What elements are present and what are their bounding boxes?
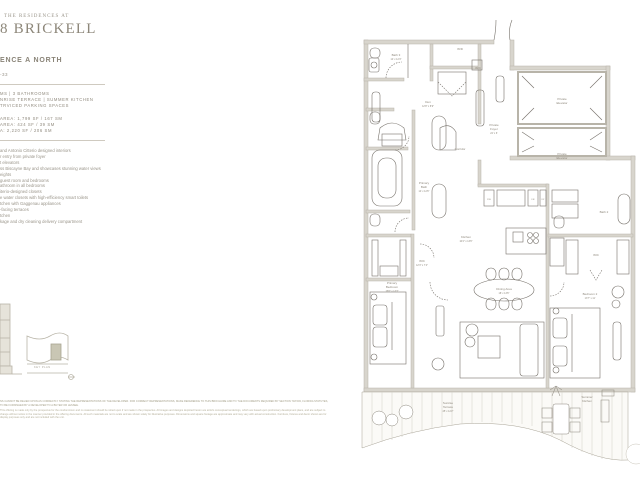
feature-item: e water closets with high-efficiency sma… <box>0 195 89 201</box>
svg-text:45' x 12'2": 45' x 12'2" <box>443 410 454 413</box>
svg-text:22' x 6': 22' x 6' <box>490 132 498 135</box>
feature-item: kage and dry cleaning delivery compartme… <box>0 218 83 224</box>
svg-text:10'4" x 13'6": 10'4" x 13'6" <box>459 240 472 243</box>
legal-disclaimer: NS CANNOT BE RELIED UPON AS CORRECTLY ST… <box>0 400 330 420</box>
brand-logo: 8 BRICKELL <box>0 21 97 37</box>
feature-item: iterio-designed closets <box>0 189 42 195</box>
svg-text:Corridor: Corridor <box>455 147 466 151</box>
spec-rooms: MS | 3 BATHROOMS <box>0 91 50 96</box>
svg-text:W/D: W/D <box>457 47 464 51</box>
feature-item: t elevators <box>0 159 20 165</box>
feature-item: and Antonio Citterio designed interiors <box>0 148 71 153</box>
svg-text:Bath 3: Bath 3 <box>392 53 401 57</box>
spec-interior-area: AREA: 1,799 SF / 167 SM <box>0 116 63 121</box>
svg-text:FZ: FZ <box>542 199 545 201</box>
residence-title: ENCE A NORTH <box>0 57 63 64</box>
svg-text:Bedroom: Bedroom <box>386 285 399 289</box>
feature-item: eights <box>0 171 12 177</box>
feature-item: ss Biscayne Bay and showcases stunning w… <box>0 165 101 171</box>
residence-floors: -33 <box>0 72 9 77</box>
svg-text:DW: DW <box>487 199 492 201</box>
svg-text:WIC: WIC <box>475 66 482 70</box>
feature-item: tchen <box>0 212 11 218</box>
feature-item: r entry from private foyer <box>0 153 46 159</box>
svg-text:Private: Private <box>557 152 567 156</box>
svg-text:15'8" x 13'3": 15'8" x 13'3" <box>385 290 398 293</box>
svg-text:FR: FR <box>532 199 535 201</box>
svg-text:Dining Area: Dining Area <box>496 287 512 291</box>
divider <box>0 140 105 141</box>
svg-text:Private: Private <box>557 97 567 101</box>
svg-text:12'8" x 8'9": 12'8" x 8'9" <box>422 105 434 108</box>
svg-text:Kitchen: Kitchen <box>582 399 592 403</box>
svg-text:WIC: WIC <box>419 259 426 263</box>
spec-outdoor: NRISE TERRACE | SUMMER KITCHEN <box>0 97 94 102</box>
svg-text:14' x 12'6": 14' x 12'6" <box>419 190 430 193</box>
feature-item: tchen with Gaggenau appliances <box>0 201 61 207</box>
divider <box>0 84 105 85</box>
svg-text:Primary: Primary <box>387 281 398 285</box>
svg-text:14' x 12'4": 14' x 12'4" <box>391 58 402 61</box>
legal-heading: NS CANNOT BE RELIED UPON AS CORRECTLY ST… <box>0 400 329 407</box>
svg-text:Primary: Primary <box>419 181 430 185</box>
svg-text:Foyer: Foyer <box>490 127 498 131</box>
svg-text:Private: Private <box>489 123 499 127</box>
svg-text:Bath: Bath <box>421 185 428 189</box>
eyebrow-text: THE RESIDENCES AT <box>4 14 70 19</box>
svg-text:Den: Den <box>425 100 431 104</box>
spec-total-area: A: 2,220 SF / 206 SM <box>0 128 53 133</box>
feature-item: -facing terraces <box>0 207 29 213</box>
svg-text:Elevator: Elevator <box>556 101 567 105</box>
svg-text:Sunrise: Sunrise <box>443 401 454 405</box>
svg-text:12'3" x 7'4": 12'3" x 7'4" <box>416 264 428 267</box>
feature-item: guest room and bedrooms <box>0 177 49 183</box>
keyplan-label: KEY PLAN <box>34 366 51 369</box>
legal-body: This offering is made only by the prospe… <box>0 409 327 420</box>
spec-parking: TRVICED PARKING SPACES <box>0 103 70 108</box>
svg-text:WIC: WIC <box>593 253 600 257</box>
keyplan-graphic <box>0 303 75 380</box>
features-list: and Antonio Citterio designed interiors … <box>0 148 101 225</box>
svg-text:Bedroom 2: Bedroom 2 <box>583 292 598 296</box>
svg-text:13'7" x 11': 13'7" x 11' <box>585 297 596 300</box>
feature-item: athroom in all bedrooms <box>0 183 45 189</box>
svg-text:Terrace: Terrace <box>443 405 453 409</box>
svg-text:Elevator: Elevator <box>556 156 567 160</box>
svg-text:18' x 13'6": 18' x 13'6" <box>499 292 510 295</box>
svg-text:Kitchen: Kitchen <box>461 235 471 239</box>
svg-text:Summer: Summer <box>581 395 592 399</box>
spec-exterior-area: AREA: 424 SF / 39 SM <box>0 122 55 127</box>
svg-text:Bath 2: Bath 2 <box>600 210 609 214</box>
